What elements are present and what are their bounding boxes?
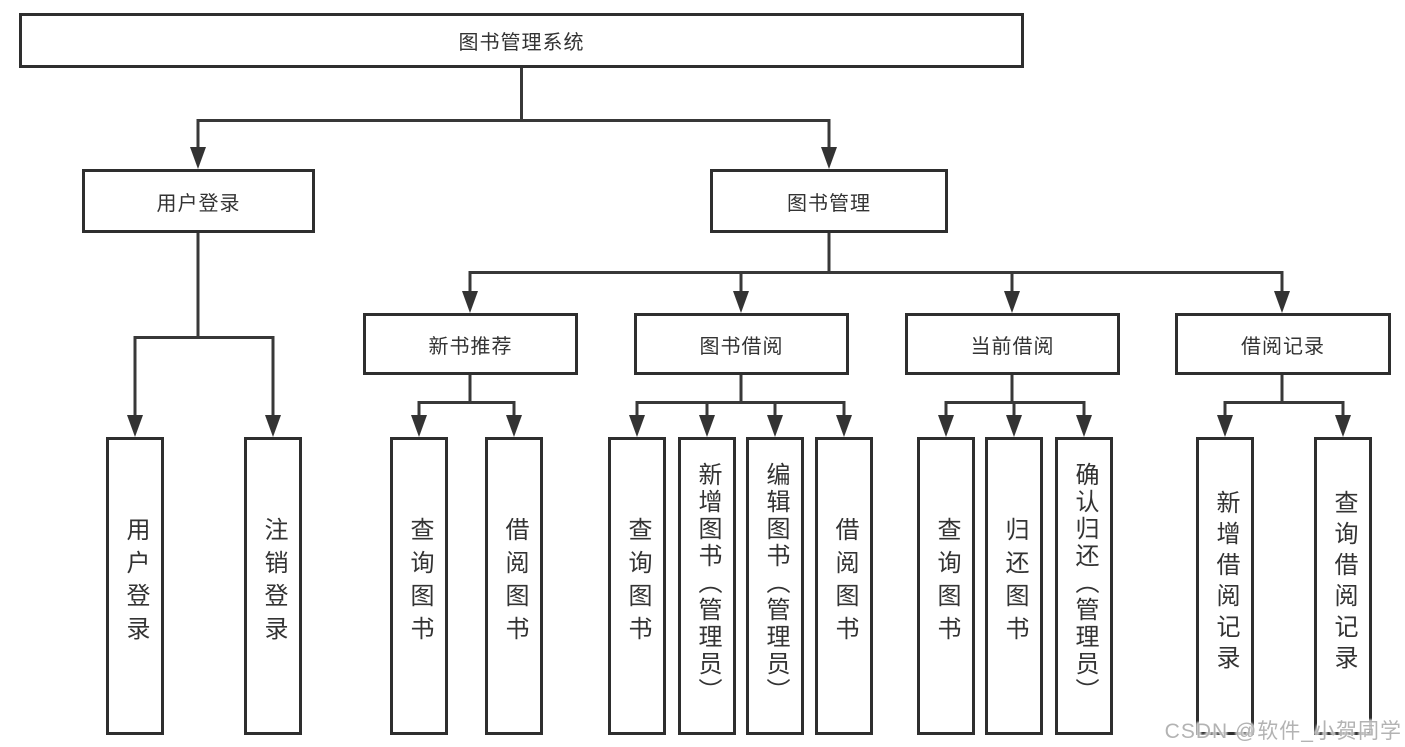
node-user-login: 用户登录 xyxy=(82,169,315,233)
leaf-query-borrow-record: 查询借阅记录 xyxy=(1314,437,1372,735)
arrowhead xyxy=(767,415,783,437)
leaf-label: 确认归还（管理员） xyxy=(1071,461,1098,705)
connector-user-login-branch xyxy=(133,233,275,416)
leaf-label: 用户登录 xyxy=(122,517,149,649)
connector-recommend-branch xyxy=(417,375,516,416)
arrowhead xyxy=(836,415,852,437)
csdn-watermark: CSDN @软件_小贺同学 xyxy=(1164,720,1402,743)
arrowhead xyxy=(699,415,715,437)
node-book-manage: 图书管理 xyxy=(710,169,948,233)
leaf-borrow-query-books: 查询图书 xyxy=(608,437,666,735)
leaf-current-query-books: 查询图书 xyxy=(917,437,975,735)
leaf-borrow-books: 借阅图书 xyxy=(815,437,873,735)
leaf-label: 查询借阅记录 xyxy=(1330,490,1357,676)
leaf-edit-books-admin: 编辑图书（管理员） xyxy=(746,437,804,735)
arrowhead xyxy=(821,147,837,169)
arrowhead xyxy=(506,415,522,437)
leaf-label: 借阅图书 xyxy=(831,517,858,649)
leaf-return-books: 归还图书 xyxy=(985,437,1043,735)
arrowhead xyxy=(1335,415,1351,437)
leaf-label: 归还图书 xyxy=(1001,517,1028,649)
arrowhead xyxy=(1217,415,1233,437)
leaf-add-books-admin: 新增图书（管理员） xyxy=(678,437,736,735)
node-book-borrow: 图书借阅 xyxy=(634,313,849,375)
node-new-book-recommend: 新书推荐 xyxy=(363,313,578,375)
arrowhead xyxy=(629,415,645,437)
arrowhead xyxy=(1004,291,1020,313)
connector-records-branch xyxy=(1223,375,1345,416)
arrowhead xyxy=(733,291,749,313)
leaf-recommend-borrow-books: 借阅图书 xyxy=(485,437,543,735)
leaf-logout: 注销登录 xyxy=(244,437,302,735)
arrowhead xyxy=(938,415,954,437)
leaf-label: 编辑图书（管理员） xyxy=(762,461,789,705)
leaf-user-login: 用户登录 xyxy=(106,437,164,735)
leaf-label: 查询图书 xyxy=(624,517,651,649)
node-library-system-root: 图书管理系统 xyxy=(19,13,1024,68)
leaf-label: 查询图书 xyxy=(406,517,433,649)
arrowhead xyxy=(127,415,143,437)
arrowhead xyxy=(1076,415,1092,437)
connector-book-manage-branch xyxy=(468,233,1284,292)
leaf-label: 新增图书（管理员） xyxy=(694,461,721,705)
arrowhead xyxy=(265,415,281,437)
node-borrow-records: 借阅记录 xyxy=(1175,313,1391,375)
leaf-confirm-return-admin: 确认归还（管理员） xyxy=(1055,437,1113,735)
connector-borrow-branch xyxy=(635,375,846,416)
arrowhead xyxy=(1274,291,1290,313)
arrowhead xyxy=(1006,415,1022,437)
leaf-label: 查询图书 xyxy=(933,517,960,649)
connector-root-to-level2 xyxy=(196,68,831,148)
leaf-add-borrow-record: 新增借阅记录 xyxy=(1196,437,1254,735)
arrowhead xyxy=(190,147,206,169)
leaf-recommend-query-books: 查询图书 xyxy=(390,437,448,735)
leaf-label: 注销登录 xyxy=(260,517,287,649)
node-current-borrow: 当前借阅 xyxy=(905,313,1120,375)
arrowhead xyxy=(462,291,478,313)
leaf-label: 新增借阅记录 xyxy=(1212,490,1239,676)
arrowhead xyxy=(411,415,427,437)
connector-current-branch xyxy=(944,375,1086,416)
leaf-label: 借阅图书 xyxy=(501,517,528,649)
